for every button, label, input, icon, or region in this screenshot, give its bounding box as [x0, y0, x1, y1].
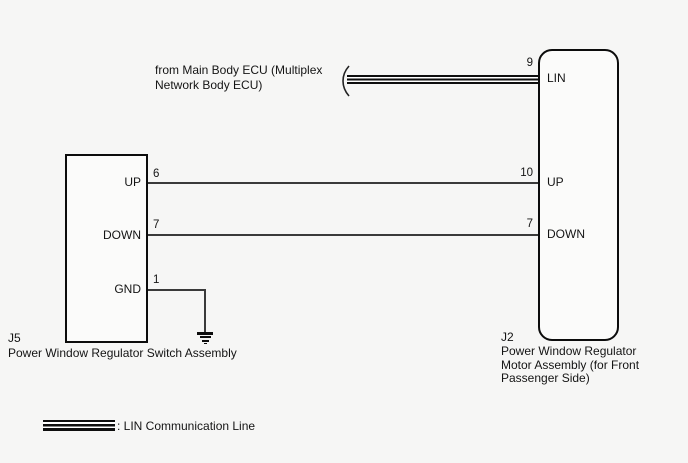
j2-id-label: J2 [501, 330, 514, 344]
pin-number-j5-6: 6 [153, 168, 160, 180]
wire-ground-horizontal [148, 289, 206, 291]
pin-number-j2-10: 10 [520, 167, 533, 179]
pin-label-j2-down: DOWN [547, 227, 585, 241]
pin-label-j5-up: UP [124, 175, 141, 189]
pin-number-j2-7: 7 [526, 218, 533, 230]
wire-up [148, 182, 538, 184]
connector-j5-box [65, 154, 148, 343]
wire-ground-vertical [204, 289, 206, 333]
pin-label-j2-up: UP [547, 175, 564, 189]
pin-label-j2-lin: LIN [547, 71, 566, 85]
pin-number-j5-1: 1 [153, 274, 160, 286]
j2-name-label: Power Window Regulator Motor Assembly (f… [501, 344, 640, 385]
pin-label-j5-gnd: GND [114, 282, 141, 296]
from-ecu-note: from Main Body ECU (Multiplex Network Bo… [155, 63, 323, 92]
connector-j2-box [538, 49, 619, 341]
lin-wire [347, 75, 538, 84]
pin-number-j2-9: 9 [526, 57, 533, 69]
j5-name-label: Power Window Regulator Switch Assembly [8, 346, 237, 360]
legend-lin-line-icon [43, 420, 115, 431]
wire-break-icon [342, 65, 350, 97]
pin-number-j5-7: 7 [153, 219, 160, 231]
legend-label: : LIN Communication Line [117, 419, 256, 433]
j5-id-label: J5 [8, 331, 21, 345]
wire-down [148, 234, 538, 236]
pin-label-j5-down: DOWN [103, 228, 141, 242]
